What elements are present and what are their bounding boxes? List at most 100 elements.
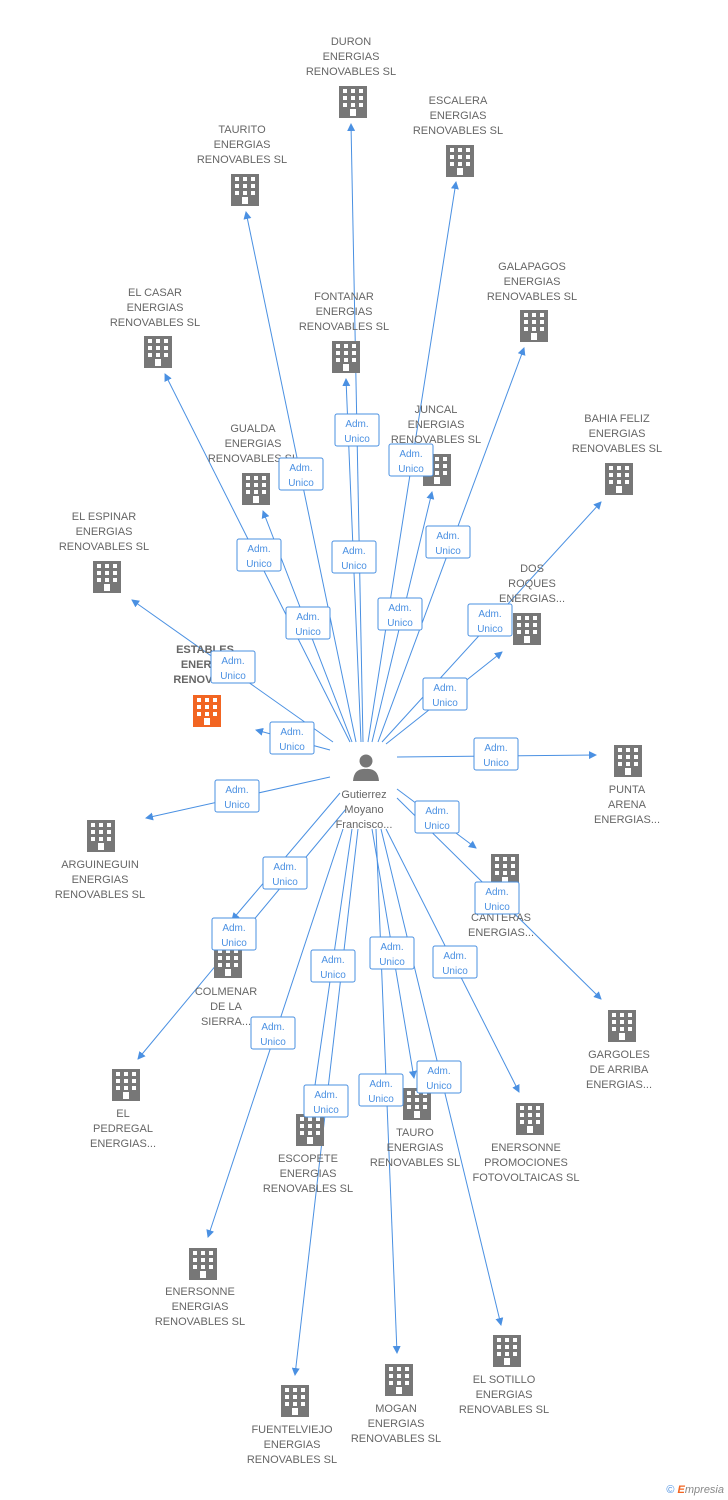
- relation-badge-canteras[interactable]: Adm.Unico: [414, 800, 460, 834]
- relation-badge-gargoles[interactable]: Adm. Unico: [474, 881, 520, 915]
- relation-role-line: Unico: [483, 758, 509, 769]
- building-icon: [491, 854, 519, 886]
- relation-role-line: Adm.: [433, 683, 456, 694]
- person-name-line: Francisco...: [336, 819, 393, 831]
- company-name-line: ENERGIAS...: [594, 814, 660, 826]
- relation-badge-duron[interactable]: Adm.Unico: [334, 413, 380, 447]
- company-node-el-pedregal[interactable]: ELPEDREGALENERGIAS...: [90, 1069, 156, 1150]
- relation-badge-colmenar[interactable]: Adm.Unico: [262, 856, 308, 890]
- company-node-punta-arena[interactable]: PUNTAARENAENERGIAS...: [594, 745, 660, 826]
- company-node-canteras[interactable]: CANTERASENERGIAS...: [468, 854, 534, 939]
- relation-role-line: Unico: [398, 464, 424, 475]
- company-name-line: RENOVABLES SL: [413, 125, 503, 137]
- relation-role-line: Unico: [424, 821, 450, 832]
- building-icon: [516, 1103, 544, 1135]
- relation-badge-punta-arena[interactable]: Adm.Unico: [473, 737, 519, 771]
- company-name-line: DOS: [520, 563, 544, 575]
- relation-badge-dos-roques[interactable]: Adm. Unico: [422, 677, 468, 711]
- company-name-line: GALAPAGOS: [498, 261, 566, 273]
- company-name-line: RENOVABLES SL: [155, 1316, 245, 1328]
- building-icon: [493, 1335, 521, 1367]
- company-name-line: ENERGIAS: [214, 139, 271, 151]
- company-name-line: RENOVABLES SL: [299, 321, 389, 333]
- relation-badge-gualda[interactable]: Adm.Unico: [285, 606, 331, 640]
- relation-role-line: Unico: [435, 546, 461, 557]
- relation-role-line: Adm.: [321, 955, 344, 966]
- relation-badge-el-espinar[interactable]: Adm.Unico: [210, 650, 256, 684]
- company-node-escopete[interactable]: ESCOPETE ENERGIAS RENOVABLES SL: [263, 1114, 353, 1195]
- company-name-line: RENOVABLES SL: [263, 1183, 353, 1195]
- relation-role-line: Adm.: [485, 887, 508, 898]
- relation-labels: Adm.UnicoAdm.UnicoAdm.UnicoAdm.UnicoAdm.…: [210, 413, 520, 1118]
- person-node[interactable]: GutierrezMoyanoFrancisco...: [336, 754, 393, 832]
- relation-badge-bahia-feliz[interactable]: Adm.Unico: [467, 603, 513, 637]
- relation-role-line: Adm.: [443, 951, 466, 962]
- company-name-line: GUALDA: [230, 423, 276, 435]
- company-node-dos-roques[interactable]: DOSROQUESENERGIAS...: [499, 563, 565, 645]
- relation-badge-enersonne-promociones[interactable]: Adm. Unico: [432, 945, 478, 979]
- relation-badge-el-sotillo[interactable]: Adm.Unico: [416, 1060, 462, 1094]
- relation-badge-arguineguin[interactable]: Adm. Unico: [214, 779, 260, 813]
- relation-role-line: Unico: [442, 966, 468, 977]
- copyright-icon: ©: [666, 1484, 675, 1496]
- relation-badge-el-pedregal[interactable]: Adm.Unico: [211, 917, 257, 951]
- company-name-line: ESCOPETE: [278, 1153, 338, 1165]
- relation-badge-fuentelviejo[interactable]: Adm.Unico: [303, 1084, 349, 1118]
- company-name-line: ENERGIAS: [430, 110, 487, 122]
- building-icon: [385, 1364, 413, 1396]
- company-name-line: RENOVABLES SL: [487, 291, 577, 303]
- relation-badge-galapagos[interactable]: Adm.Unico: [425, 525, 471, 559]
- relation-role-line: Unico: [477, 624, 503, 635]
- relation-badge-fontanar[interactable]: Adm.Unico: [331, 540, 377, 574]
- relation-role-line: Unico: [246, 559, 272, 570]
- relation-role-line: Unico: [432, 698, 458, 709]
- company-name-line: ARENA: [608, 799, 647, 811]
- relation-badge-escopete[interactable]: Adm.Unico: [310, 949, 356, 983]
- building-icon: [339, 86, 367, 118]
- relation-role-line: Adm.: [388, 603, 411, 614]
- company-name-line: RENOVABLES SL: [197, 154, 287, 166]
- relation-role-line: Unico: [484, 902, 510, 913]
- company-name-line: ENERGIAS: [280, 1168, 337, 1180]
- building-icon: [332, 341, 360, 373]
- relation-role-line: Unico: [344, 434, 370, 445]
- company-name-line: ENERGIAS: [72, 874, 129, 886]
- relation-role-line: Adm.: [247, 544, 270, 555]
- company-name-line: ARGUINEGUIN: [61, 859, 139, 871]
- relation-badge-estables[interactable]: Adm.Unico: [269, 721, 315, 755]
- relation-badge-el-casar[interactable]: Adm. Unico: [236, 538, 282, 572]
- relation-badge-enersonne[interactable]: Adm.Unico: [250, 1016, 296, 1050]
- relation-badge-taurito[interactable]: Adm.Unico: [278, 457, 324, 491]
- company-name-line: ENERSONNE: [491, 1142, 561, 1154]
- brand-logo-rest: mpresia: [684, 1484, 724, 1496]
- building-icon: [189, 1248, 217, 1280]
- relation-badge-tauro[interactable]: Adm.Unico: [369, 936, 415, 970]
- company-name-line: COLMENAR: [195, 986, 257, 998]
- company-name-line: ENERGIAS: [127, 302, 184, 314]
- relation-badge-mogan[interactable]: Adm.Unico: [358, 1073, 404, 1107]
- relation-role-line: Adm.: [225, 785, 248, 796]
- relation-badge-escalera[interactable]: Adm.Unico: [388, 443, 434, 477]
- company-name-line: RENOVABLES SL: [459, 1404, 549, 1416]
- relation-badge-juncal[interactable]: Adm.Unico: [377, 597, 423, 631]
- relation-role-line: Unico: [224, 800, 250, 811]
